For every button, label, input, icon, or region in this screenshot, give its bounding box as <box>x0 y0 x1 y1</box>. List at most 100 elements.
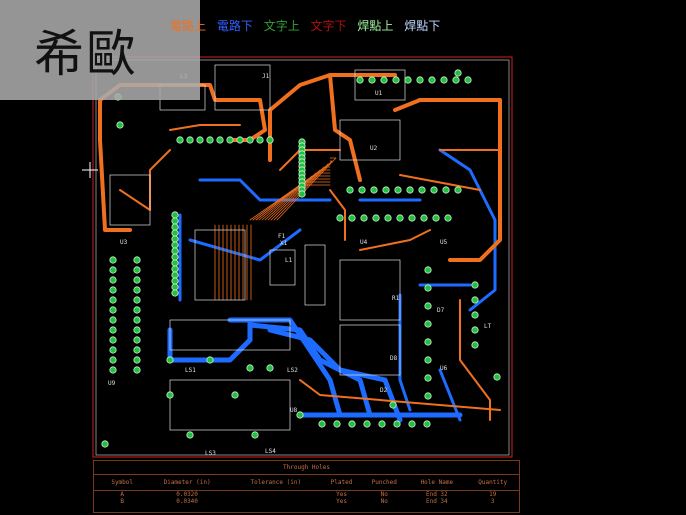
legend-bottom-silk[interactable]: 文字下 <box>310 19 347 33</box>
pad <box>186 136 194 144</box>
pad <box>440 76 448 84</box>
bottom-trace <box>438 368 462 422</box>
pad <box>296 411 304 419</box>
cell: 3 <box>490 498 495 505</box>
pad <box>430 186 438 194</box>
pad <box>109 366 117 374</box>
label-ls2: LS2 <box>287 367 298 374</box>
pad <box>186 431 194 439</box>
pad <box>109 256 117 264</box>
through-holes-table: Through Holes Symbol Diameter (in) Toler… <box>93 460 520 513</box>
pad <box>389 401 397 409</box>
bottom-trace <box>438 148 497 312</box>
pad <box>378 420 386 428</box>
pad <box>171 271 179 279</box>
legend-bottom-pad[interactable]: 焊點下 <box>404 19 441 33</box>
pad <box>333 420 341 428</box>
fine-trace <box>264 169 331 221</box>
pad <box>109 276 117 284</box>
pad <box>109 346 117 354</box>
pad <box>133 266 141 274</box>
pad <box>408 420 416 428</box>
component-outline <box>354 69 406 101</box>
cell: 19 <box>489 491 497 498</box>
component-outline <box>169 379 291 431</box>
pad <box>256 136 264 144</box>
pad <box>206 356 214 364</box>
pad <box>464 76 472 84</box>
label-u6: U6 <box>440 365 448 372</box>
cell <box>230 491 322 499</box>
bottom-trace <box>188 228 302 262</box>
bottom-trace <box>167 317 253 363</box>
header-hole-name: Hole Name <box>407 475 467 491</box>
component-outline <box>339 259 401 321</box>
pad <box>109 266 117 274</box>
label-u3: U3 <box>120 239 128 246</box>
pad <box>176 136 184 144</box>
logo-text: 希歐 <box>34 25 138 83</box>
pad <box>226 136 234 144</box>
label-lt: LT <box>484 323 492 330</box>
label-d8: D8 <box>390 355 398 362</box>
pad <box>471 326 479 334</box>
pad <box>171 247 179 255</box>
cell: Yes <box>336 491 347 498</box>
pad <box>423 420 431 428</box>
pad <box>424 302 432 310</box>
pad <box>392 76 400 84</box>
legend-top-trace[interactable]: 電路上 <box>170 19 207 33</box>
pad <box>246 364 254 372</box>
label-ls1: LS1 <box>185 367 196 374</box>
bottom-trace <box>198 178 332 202</box>
legend-bottom-trace[interactable]: 電路下 <box>216 19 253 33</box>
pad <box>109 306 117 314</box>
cell: End 34 <box>425 498 448 505</box>
top-trace <box>169 124 241 131</box>
top-trace <box>299 379 501 411</box>
table-title: Through Holes <box>94 461 519 475</box>
pad <box>109 316 117 324</box>
pad <box>166 391 174 399</box>
board-inner-outline <box>95 59 510 456</box>
pad <box>393 420 401 428</box>
pad <box>171 211 179 219</box>
pad <box>471 296 479 304</box>
top-traces <box>98 73 502 421</box>
pad <box>382 186 390 194</box>
pad <box>493 373 501 381</box>
cell <box>230 498 322 505</box>
pad <box>206 136 214 144</box>
cell: No <box>380 498 388 505</box>
label-r1: R1 <box>392 295 400 302</box>
pad <box>298 190 306 198</box>
pad <box>133 326 141 334</box>
legend-top-pad[interactable]: 焊點上 <box>357 19 394 33</box>
pad <box>133 316 141 324</box>
pad <box>109 326 117 334</box>
legend-top-silk[interactable]: 文字上 <box>263 19 300 33</box>
bottom-traces <box>167 148 497 423</box>
pad <box>266 364 274 372</box>
pad <box>101 440 109 448</box>
header-punched: Punched <box>361 475 408 491</box>
pad <box>266 136 274 144</box>
top-trace <box>329 189 346 241</box>
label-u4: U4 <box>360 239 368 246</box>
fine-trace <box>267 166 331 221</box>
pad <box>358 186 366 194</box>
pad <box>452 76 460 84</box>
label-x1: X1 <box>280 240 288 247</box>
pad <box>384 214 392 222</box>
pad <box>424 284 432 292</box>
pad <box>133 256 141 264</box>
pad <box>246 136 254 144</box>
components <box>109 64 406 431</box>
top-trace <box>393 98 422 112</box>
pad <box>424 356 432 364</box>
pad <box>171 217 179 225</box>
label-f1: F1 <box>278 233 286 240</box>
header-quantity: Quantity <box>466 475 519 491</box>
